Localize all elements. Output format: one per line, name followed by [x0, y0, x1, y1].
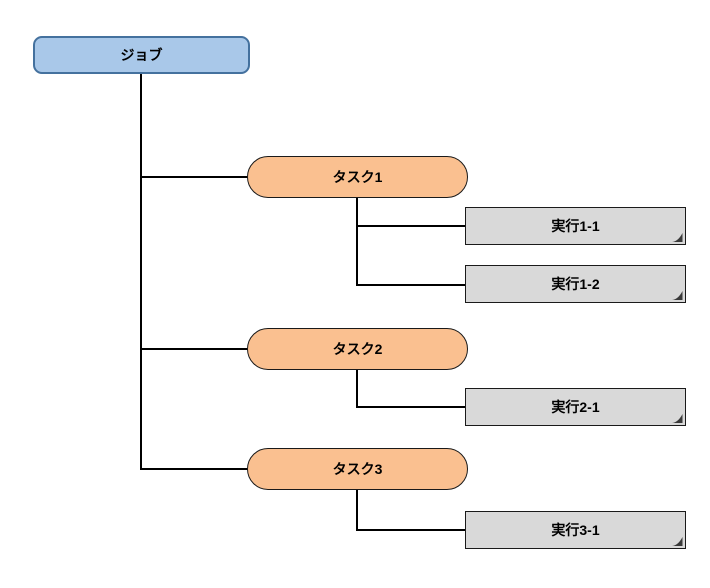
connector-branch-exec2-1	[356, 406, 465, 408]
connector-branch-task2	[140, 348, 248, 350]
node-exec-1-2-label: 実行1-2	[551, 276, 600, 292]
node-exec-1-1-label: 実行1-1	[551, 218, 600, 234]
node-exec-2-1: 実行2-1	[465, 388, 686, 426]
node-task1: タスク1	[247, 156, 468, 198]
connector-branch-exec1-1	[356, 225, 465, 227]
node-task2-label: タスク2	[332, 341, 383, 357]
connector-branch-exec3-1	[356, 529, 465, 531]
folded-corner-icon	[672, 537, 683, 546]
folded-corner-icon	[672, 291, 683, 300]
node-exec-3-1-label: 実行3-1	[551, 522, 600, 538]
connector-task2-trunk	[356, 370, 358, 407]
node-job-label: ジョブ	[120, 47, 163, 63]
connector-branch-task3	[140, 468, 248, 470]
node-exec-2-1-label: 実行2-1	[551, 399, 600, 415]
node-task3-label: タスク3	[332, 461, 383, 477]
folded-corner-icon	[672, 414, 683, 423]
connector-task1-trunk	[356, 198, 358, 285]
node-job: ジョブ	[33, 36, 250, 74]
node-task1-label: タスク1	[332, 169, 383, 185]
connector-branch-task1	[140, 176, 248, 178]
node-exec-3-1: 実行3-1	[465, 511, 686, 549]
node-task2: タスク2	[247, 328, 468, 370]
folded-corner-icon	[672, 233, 683, 242]
connector-job-trunk	[140, 73, 142, 469]
connector-task3-trunk	[356, 490, 358, 530]
node-task3: タスク3	[247, 448, 468, 490]
node-exec-1-2: 実行1-2	[465, 265, 686, 303]
connector-branch-exec1-2	[356, 284, 465, 286]
node-exec-1-1: 実行1-1	[465, 207, 686, 245]
